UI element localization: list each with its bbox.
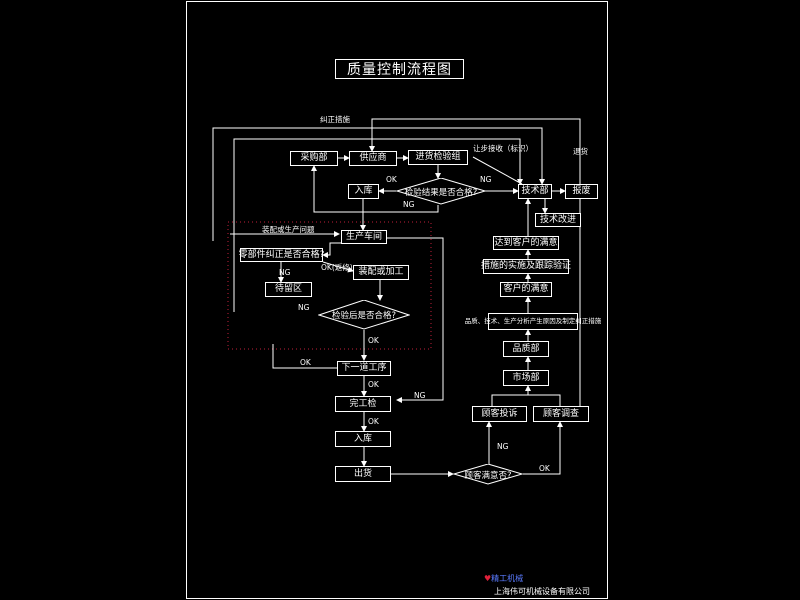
customer-satisfaction-diamond	[453, 464, 523, 485]
post-assembly-question: 检验后是否合格?	[331, 311, 396, 321]
heart-logo-icon: ♥	[484, 574, 492, 583]
ng-incoming2-label: NG	[403, 200, 415, 209]
tech-improve-node: 技术改进	[535, 213, 581, 227]
ok-warehouse2-label: OK	[368, 417, 379, 426]
corrective-loop-line	[212, 127, 545, 241]
brand-logo: ♥精工机械	[484, 573, 523, 584]
ng-incoming-label: NG	[480, 175, 492, 184]
ok-final-label: OK	[368, 380, 379, 389]
ok-post-label: OK	[368, 336, 379, 345]
scrap-node: 报废	[565, 184, 598, 199]
customer-survey-node: 顾客调查	[533, 406, 589, 422]
customer-feedback-node: 客户的满意	[500, 282, 552, 297]
assembly-process-node: 装配或加工	[353, 265, 409, 280]
production-workshop-node: 生产车间	[341, 230, 387, 244]
return-line	[369, 118, 581, 184]
shipment-node: 出货	[335, 466, 391, 482]
pending-area-node: 待留区	[265, 282, 312, 297]
assembly-issue-label: 装配或生产问题	[262, 225, 315, 234]
ng-customer-label: NG	[497, 442, 509, 451]
ok-customer-label: OK	[539, 464, 550, 473]
supplier-node: 供应商	[349, 151, 397, 166]
inner-loop-line	[233, 138, 523, 312]
ng-parts-label: NG	[279, 268, 291, 277]
measures-tracking-node: 措施的实施及跟踪验证	[481, 259, 571, 274]
purchasing-node: 采购部	[290, 151, 338, 166]
analysis-node: 品质、技术、生产分析产生原因及制定纠正措施	[465, 313, 601, 330]
market-dept-node: 市场部	[503, 370, 549, 386]
ok-parts-label: OK(返修)	[321, 263, 353, 272]
next-process-node: 下一道工序	[337, 361, 391, 376]
incoming-pass-diamond	[396, 178, 486, 205]
corrective-measures-label: 纠正措施	[320, 115, 350, 124]
return-label: 退货	[573, 147, 588, 156]
tech-dept-node: 技术部	[518, 184, 552, 199]
incoming-pass-question: 检验结果是否合格?	[404, 187, 478, 198]
incoming-inspection-node: 进货检验组	[408, 150, 468, 165]
ng-final-label: NG	[414, 391, 426, 400]
drawing-frame	[186, 1, 608, 599]
concession-label: 让步接收（标识）	[473, 144, 533, 153]
customer-complaint-node: 顾客投诉	[472, 406, 527, 422]
brand-logo-text: 精工机械	[491, 574, 524, 583]
ng-post-label: NG	[298, 303, 310, 312]
final-inspection-node: 完工检	[335, 396, 391, 412]
parts-correct-check-node: 零部件纠正是否合格?	[239, 248, 324, 262]
post-assembly-diamond	[318, 300, 410, 330]
quality-dept-node: 品质部	[503, 341, 549, 357]
reach-satisfaction-node: 达到客户的满意	[493, 236, 559, 250]
production-zone-border	[227, 221, 432, 350]
page-title: 质量控制流程图	[335, 59, 464, 79]
customer-satisfaction-question: 顾客满意否?	[464, 470, 512, 481]
ok-warehouse-label: OK	[386, 175, 397, 184]
warehouse-in-top-node: 入库	[348, 184, 379, 199]
company-name: 上海伟可机械设备有限公司	[494, 587, 590, 596]
warehouse-in-node: 入库	[335, 431, 391, 447]
ok-next-label: OK	[300, 358, 311, 367]
